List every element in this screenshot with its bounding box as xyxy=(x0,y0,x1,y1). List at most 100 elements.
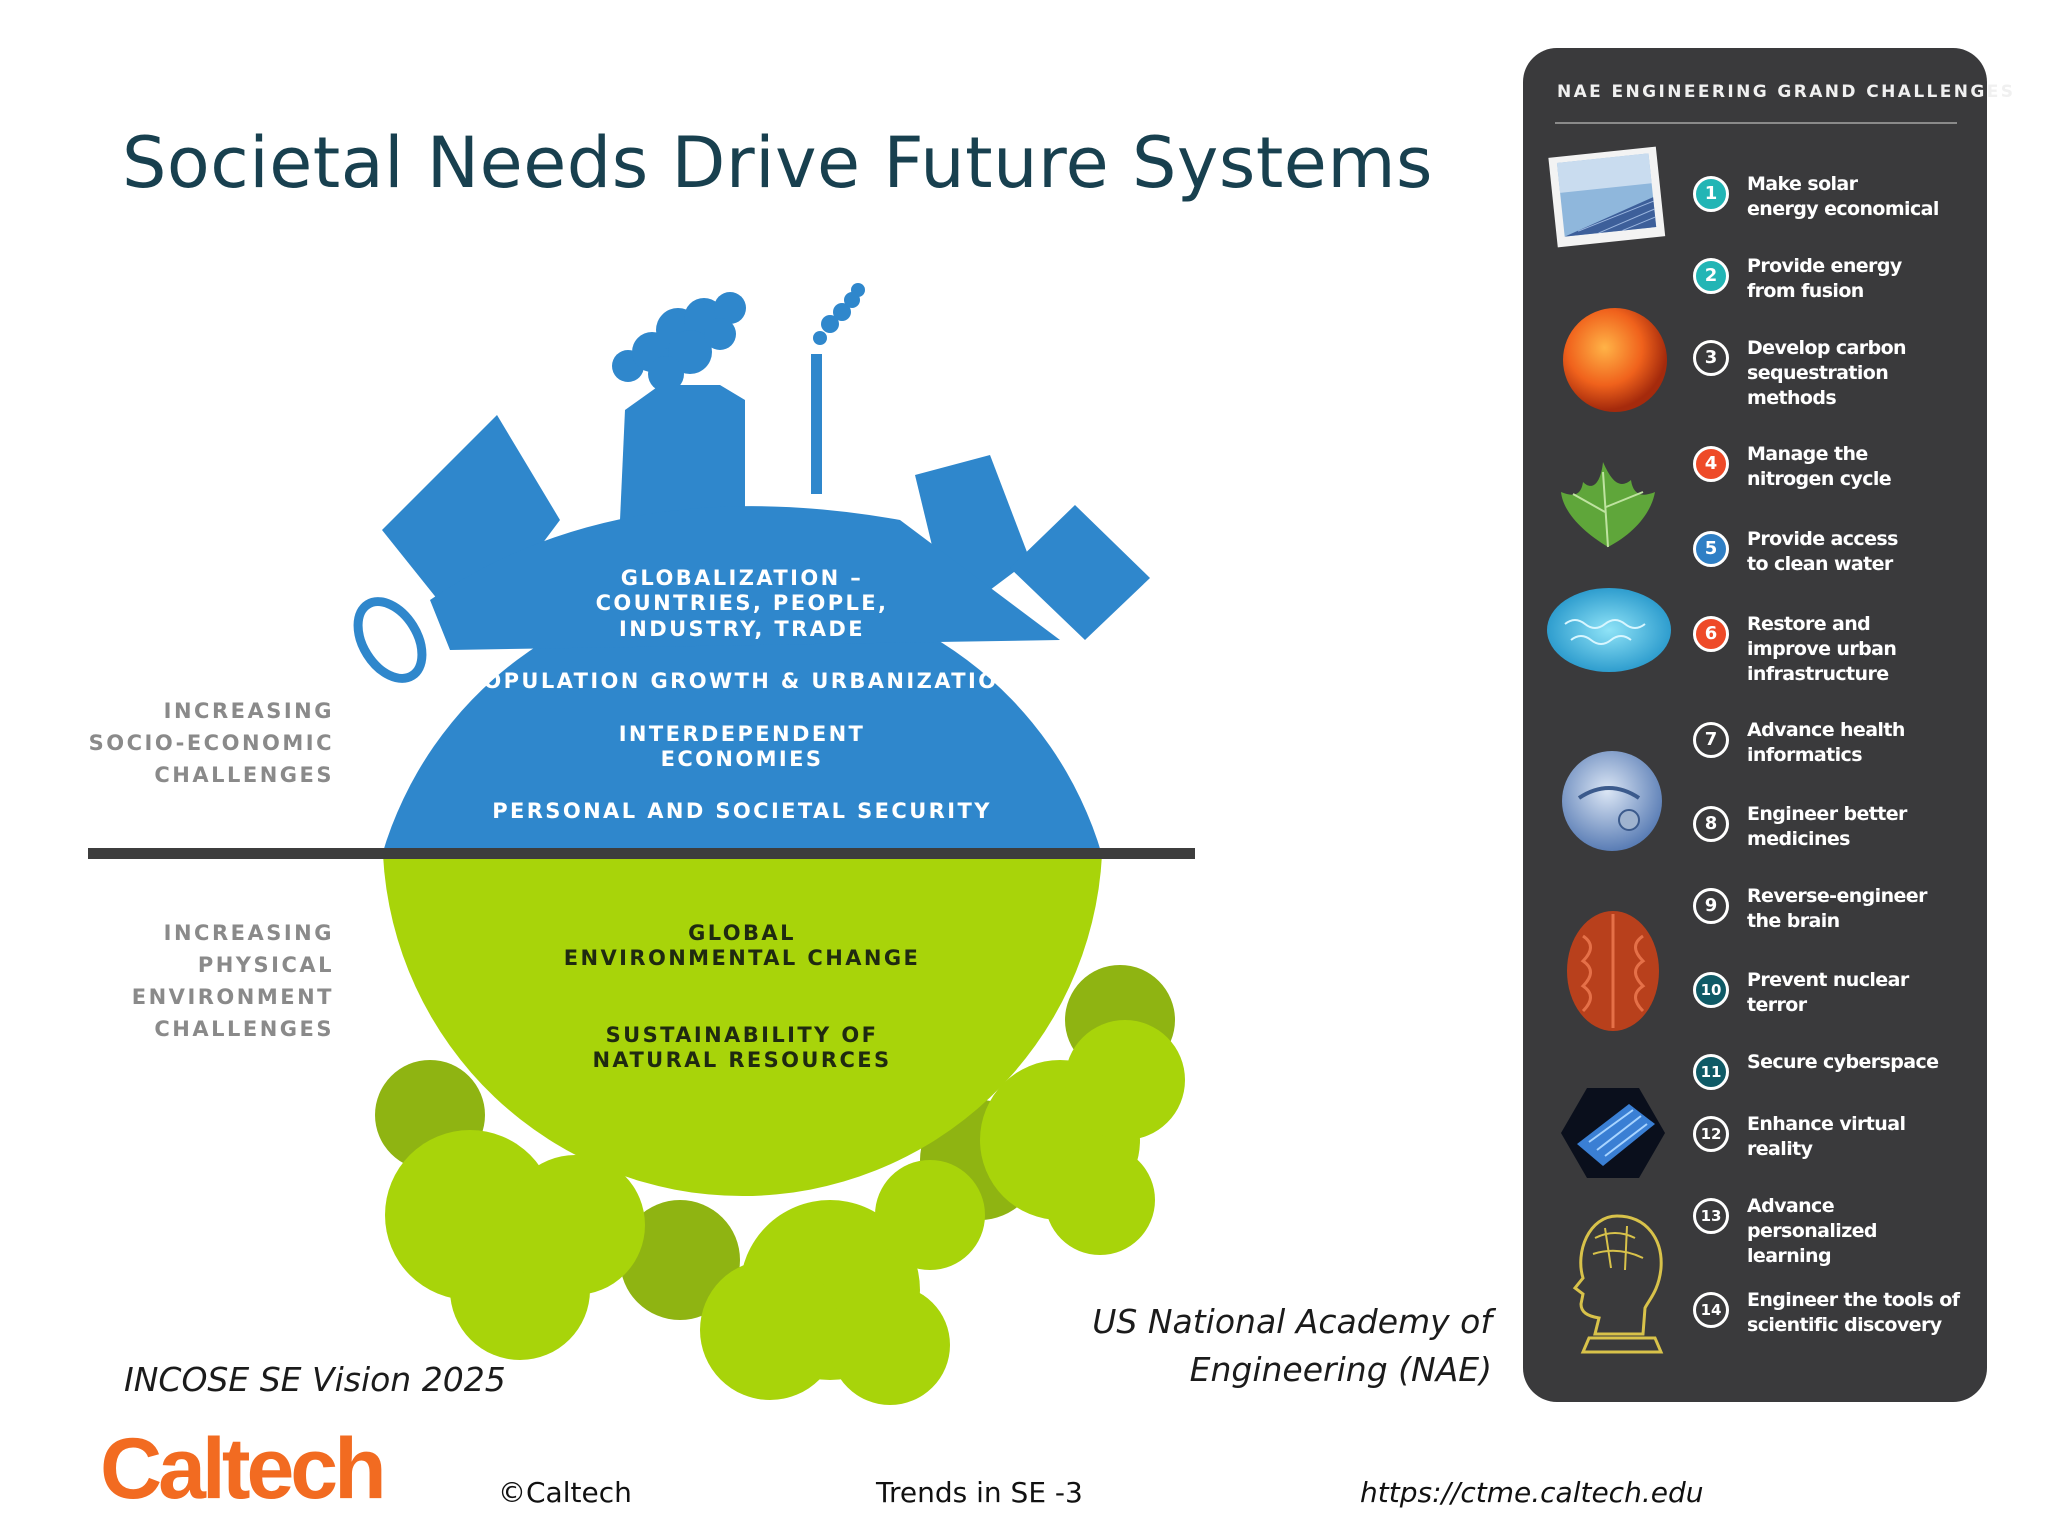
challenge-item-1: 1 Make solar energy economical xyxy=(1693,173,1973,222)
challenge-text: Prevent nuclear terror xyxy=(1747,968,1909,1018)
challenge-item-9: 9 Reverse-engineer the brain xyxy=(1693,885,1973,934)
stethoscope-photo xyxy=(1562,751,1662,851)
challenge-text-line: Manage the xyxy=(1747,443,1868,465)
globalization-line-2: COUNTRIES, PEOPLE, xyxy=(596,591,889,615)
smoke-plume-right xyxy=(813,283,865,345)
challenge-text: Reverse-engineer the brain xyxy=(1747,884,1927,934)
challenge-text-line: Engineer the tools of xyxy=(1747,1289,1960,1311)
challenge-text-line: methods xyxy=(1747,387,1837,409)
challenge-number-badge: 13 xyxy=(1693,1198,1729,1234)
environment-label-line-2: PHYSICAL xyxy=(198,953,334,977)
incose-caption: INCOSE SE Vision 2025 xyxy=(124,1360,506,1399)
hemisphere-divider-line xyxy=(88,848,1195,859)
socio-economic-label-line-2: SOCIO-ECONOMIC xyxy=(89,731,334,755)
environment-hemisphere xyxy=(383,855,1102,1197)
environmental-change-line-2: ENVIRONMENTAL CHANGE xyxy=(564,946,920,970)
challenge-text-line: infrastructure xyxy=(1747,663,1889,685)
challenge-number-badge: 12 xyxy=(1693,1116,1729,1152)
challenge-text: Secure cyberspace xyxy=(1747,1050,1939,1075)
challenge-text-line: Enhance virtual xyxy=(1747,1113,1906,1135)
nae-grand-challenges-panel: NAE ENGINEERING GRAND CHALLENGES xyxy=(1523,48,2013,1402)
challenge-text: Enhance virtual reality xyxy=(1747,1112,1906,1162)
challenge-number-badge: 11 xyxy=(1693,1054,1729,1090)
slide-label: Trends in SE -3 xyxy=(876,1476,1083,1509)
water-photo xyxy=(1547,588,1671,672)
solar-panel-photo xyxy=(1548,146,1666,248)
challenge-text-line: Provide energy xyxy=(1747,255,1902,277)
challenge-text-line: Advance xyxy=(1747,1195,1835,1217)
challenge-number-badge: 7 xyxy=(1693,722,1729,758)
challenge-number-badge: 3 xyxy=(1693,340,1729,376)
challenge-text-line: personalized xyxy=(1747,1220,1878,1242)
challenge-text: Provide access to clean water xyxy=(1747,527,1898,577)
challenge-text: Engineer better medicines xyxy=(1747,802,1907,852)
footer-url[interactable]: https://ctme.caltech.edu xyxy=(1360,1476,1704,1509)
challenge-text-line: Provide access xyxy=(1747,528,1898,550)
environment-label-line-1: INCREASING xyxy=(164,921,334,945)
challenge-number-badge: 4 xyxy=(1693,446,1729,482)
challenge-text-line: Restore and xyxy=(1747,613,1871,635)
tree-cluster xyxy=(375,965,1185,1405)
challenge-number-badge: 9 xyxy=(1693,888,1729,924)
globalization-line-1: GLOBALIZATION – xyxy=(621,566,863,590)
environmental-change-line-1: GLOBAL xyxy=(688,921,796,945)
challenge-text-line: sequestration xyxy=(1747,362,1889,384)
challenge-item-2: 2 Provide energy from fusion xyxy=(1693,255,1973,304)
environment-label-line-3: ENVIRONMENT xyxy=(132,985,334,1009)
challenge-text: Make solar energy economical xyxy=(1747,172,1939,222)
challenge-text: Advance personalized learning xyxy=(1747,1194,1878,1269)
challenge-text-line: Make solar xyxy=(1747,173,1858,195)
panel-divider xyxy=(1555,122,1957,124)
interdependent-line-2: ECONOMIES xyxy=(661,747,824,771)
challenge-text-line: to clean water xyxy=(1747,553,1893,575)
challenge-item-5: 5 Provide access to clean water xyxy=(1693,528,1973,577)
sun-photo xyxy=(1563,308,1667,412)
challenge-text-line: improve urban xyxy=(1747,638,1897,660)
challenge-text-line: reality xyxy=(1747,1138,1813,1160)
sustainability-line-2: NATURAL RESOURCES xyxy=(592,1048,891,1072)
challenge-text-line: the brain xyxy=(1747,910,1840,932)
challenge-text-line: terror xyxy=(1747,994,1807,1016)
challenge-item-7: 7 Advance health informatics xyxy=(1693,719,1973,768)
challenge-text-line: Prevent nuclear xyxy=(1747,969,1909,991)
challenge-text-line: Advance health xyxy=(1747,719,1905,741)
challenge-number-badge: 10 xyxy=(1693,972,1729,1008)
challenge-text-line: Engineer better xyxy=(1747,803,1907,825)
challenge-text-line: informatics xyxy=(1747,744,1863,766)
challenge-text-line: energy economical xyxy=(1747,198,1939,220)
nae-caption-line-1: US National Academy of xyxy=(1092,1302,1492,1341)
population-growth-text: POPULATION GROWTH & URBANIZATION xyxy=(466,669,1019,693)
brain-photo xyxy=(1567,911,1659,1031)
challenge-text-line: scientific discovery xyxy=(1747,1314,1942,1336)
challenge-text-line: from fusion xyxy=(1747,280,1864,302)
sustainability-line-1: SUSTAINABILITY OF xyxy=(606,1023,879,1047)
challenge-text-line: medicines xyxy=(1747,828,1851,850)
nae-caption-line-2: Engineering (NAE) xyxy=(1189,1350,1492,1389)
urban-skyline xyxy=(353,283,1150,855)
challenge-text: Provide energy from fusion xyxy=(1747,254,1902,304)
challenge-text: Restore and improve urban infrastructure xyxy=(1747,612,1897,687)
challenge-text-line: Reverse-engineer xyxy=(1747,885,1927,907)
challenge-number-badge: 2 xyxy=(1693,258,1729,294)
security-text: PERSONAL AND SOCIETAL SECURITY xyxy=(492,799,992,823)
challenge-text: Engineer the tools of scientific discover… xyxy=(1747,1288,1960,1338)
challenge-number-badge: 5 xyxy=(1693,531,1729,567)
challenge-text: Advance health informatics xyxy=(1747,718,1905,768)
challenge-text-line: learning xyxy=(1747,1245,1832,1267)
challenge-number-badge: 1 xyxy=(1693,176,1729,212)
copyright-text: ©Caltech xyxy=(498,1476,632,1509)
slide-title: Societal Needs Drive Future Systems xyxy=(122,122,1433,204)
challenge-item-8: 8 Engineer better medicines xyxy=(1693,803,1973,852)
challenge-item-13: 13 Advance personalized learning xyxy=(1693,1195,1973,1269)
challenge-item-6: 6 Restore and improve urban infrastructure xyxy=(1693,613,1973,687)
challenge-number-badge: 8 xyxy=(1693,806,1729,842)
challenge-number-badge: 6 xyxy=(1693,616,1729,652)
panel-title: NAE ENGINEERING GRAND CHALLENGES xyxy=(1557,82,2016,102)
challenge-number-badge: 14 xyxy=(1693,1292,1729,1328)
data-cube-photo xyxy=(1561,1088,1665,1178)
leaf-photo xyxy=(1561,462,1655,548)
